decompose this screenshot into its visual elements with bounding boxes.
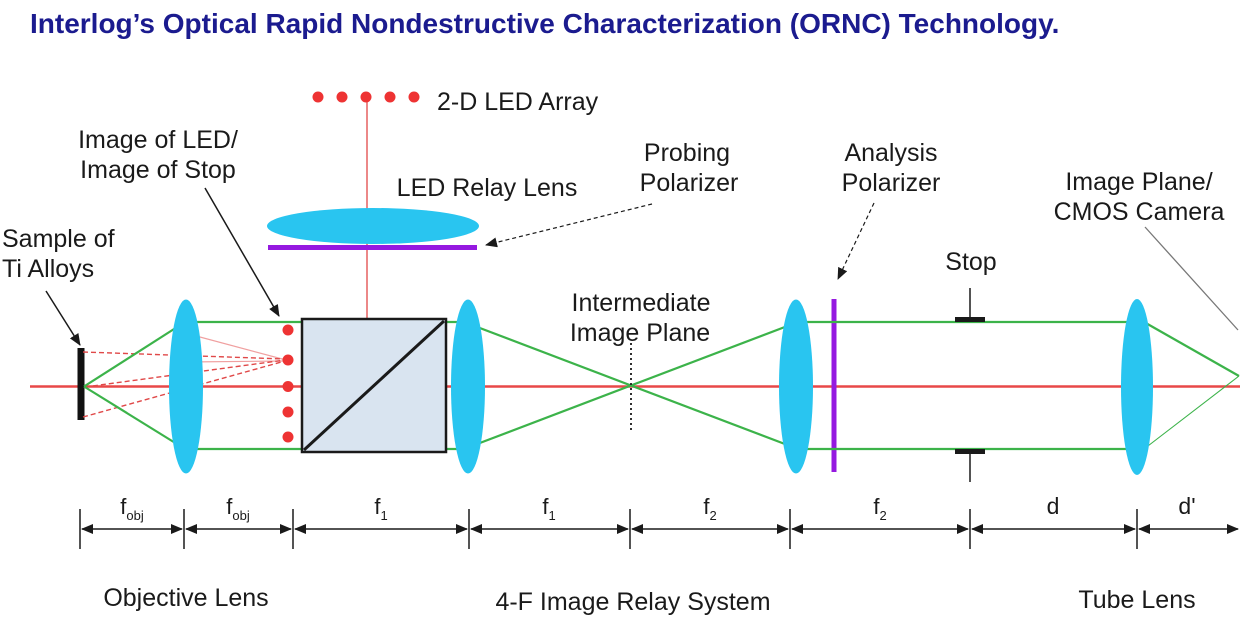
objective-lens	[169, 299, 203, 474]
led-dot	[336, 91, 348, 103]
tube-lens	[1121, 299, 1153, 475]
relay-lens-1	[451, 299, 485, 474]
dim-label-f1-2: f1	[542, 494, 555, 523]
dim-label-fobj-2: fobj	[226, 494, 250, 523]
beamsplitter-diagonal	[302, 319, 446, 452]
led-image-dot	[282, 324, 294, 336]
sample-ti-alloy	[77, 348, 85, 420]
green-ray	[83, 385, 186, 450]
slide-title: Interlog’s Optical Rapid Nondestructive …	[30, 8, 1060, 39]
dimension-labels: fobj fobj f1 f1 f2 f2 d d'	[120, 493, 1195, 523]
led-relay-lens	[267, 208, 479, 244]
image-plane-label-2: CMOS Camera	[1054, 198, 1225, 226]
dim-label-d: d	[1047, 493, 1060, 519]
green-ray	[1143, 321, 1240, 377]
led-dot	[360, 91, 372, 103]
dim-label-fobj-1: fobj	[120, 494, 144, 523]
led-relay-lens-label: LED Relay Lens	[397, 174, 578, 202]
led-dot	[408, 91, 420, 103]
led-dot	[312, 91, 324, 103]
led-image-dot	[282, 354, 294, 366]
relay-lens-2	[779, 299, 813, 474]
led-array	[312, 91, 420, 103]
intermediate-label-2: Image Plane	[570, 319, 710, 347]
green-ray	[83, 321, 186, 388]
image-of-led-pointer-arrow	[204, 187, 280, 317]
led-image-dot	[282, 431, 294, 443]
image-plane-label-1: Image Plane/	[1065, 168, 1212, 196]
probing-polarizer-label-1: Probing	[644, 139, 730, 167]
analysis-polarizer-label-1: Analysis	[844, 139, 937, 167]
probing-polarizer-pointer-arrow	[485, 203, 653, 248]
led-dot	[384, 91, 396, 103]
probing-polarizer-label-2: Polarizer	[640, 169, 739, 197]
stop-aperture	[955, 288, 985, 482]
dimension-ticks	[79, 509, 1138, 549]
led-image-dot	[282, 406, 294, 418]
image-plane-pointer-line	[1144, 226, 1239, 331]
stop-label: Stop	[945, 248, 996, 276]
pink-ray	[184, 332, 287, 361]
red-dashed-ray	[82, 351, 286, 360]
green-ray	[1143, 375, 1240, 450]
image-of-led-label-2: Image of Stop	[80, 156, 236, 184]
sample-pointer-arrow	[45, 290, 81, 346]
dim-label-f2-1: f2	[703, 494, 716, 523]
green-ray	[463, 320, 799, 451]
analysis-polarizer-label-2: Polarizer	[842, 169, 941, 197]
sample-label-1: Sample of	[2, 225, 115, 253]
sample-label-2: Ti Alloys	[2, 255, 94, 283]
dim-label-f2-2: f2	[873, 494, 886, 523]
led-array-label: 2-D LED Array	[437, 88, 599, 116]
dim-label-d-prime: d'	[1178, 493, 1195, 519]
image-of-led-label-1: Image of LED/	[78, 126, 238, 154]
dim-label-f1-1: f1	[374, 494, 387, 523]
led-image-dot-column	[282, 324, 294, 443]
analysis-polarizer-pointer-arrow	[837, 202, 875, 280]
led-image-dot	[282, 381, 294, 392]
intermediate-label-1: Intermediate	[572, 289, 711, 317]
relay-system-label: 4-F Image Relay System	[495, 588, 770, 616]
tube-lens-label: Tube Lens	[1078, 586, 1195, 614]
objective-lens-label: Objective Lens	[103, 584, 268, 612]
